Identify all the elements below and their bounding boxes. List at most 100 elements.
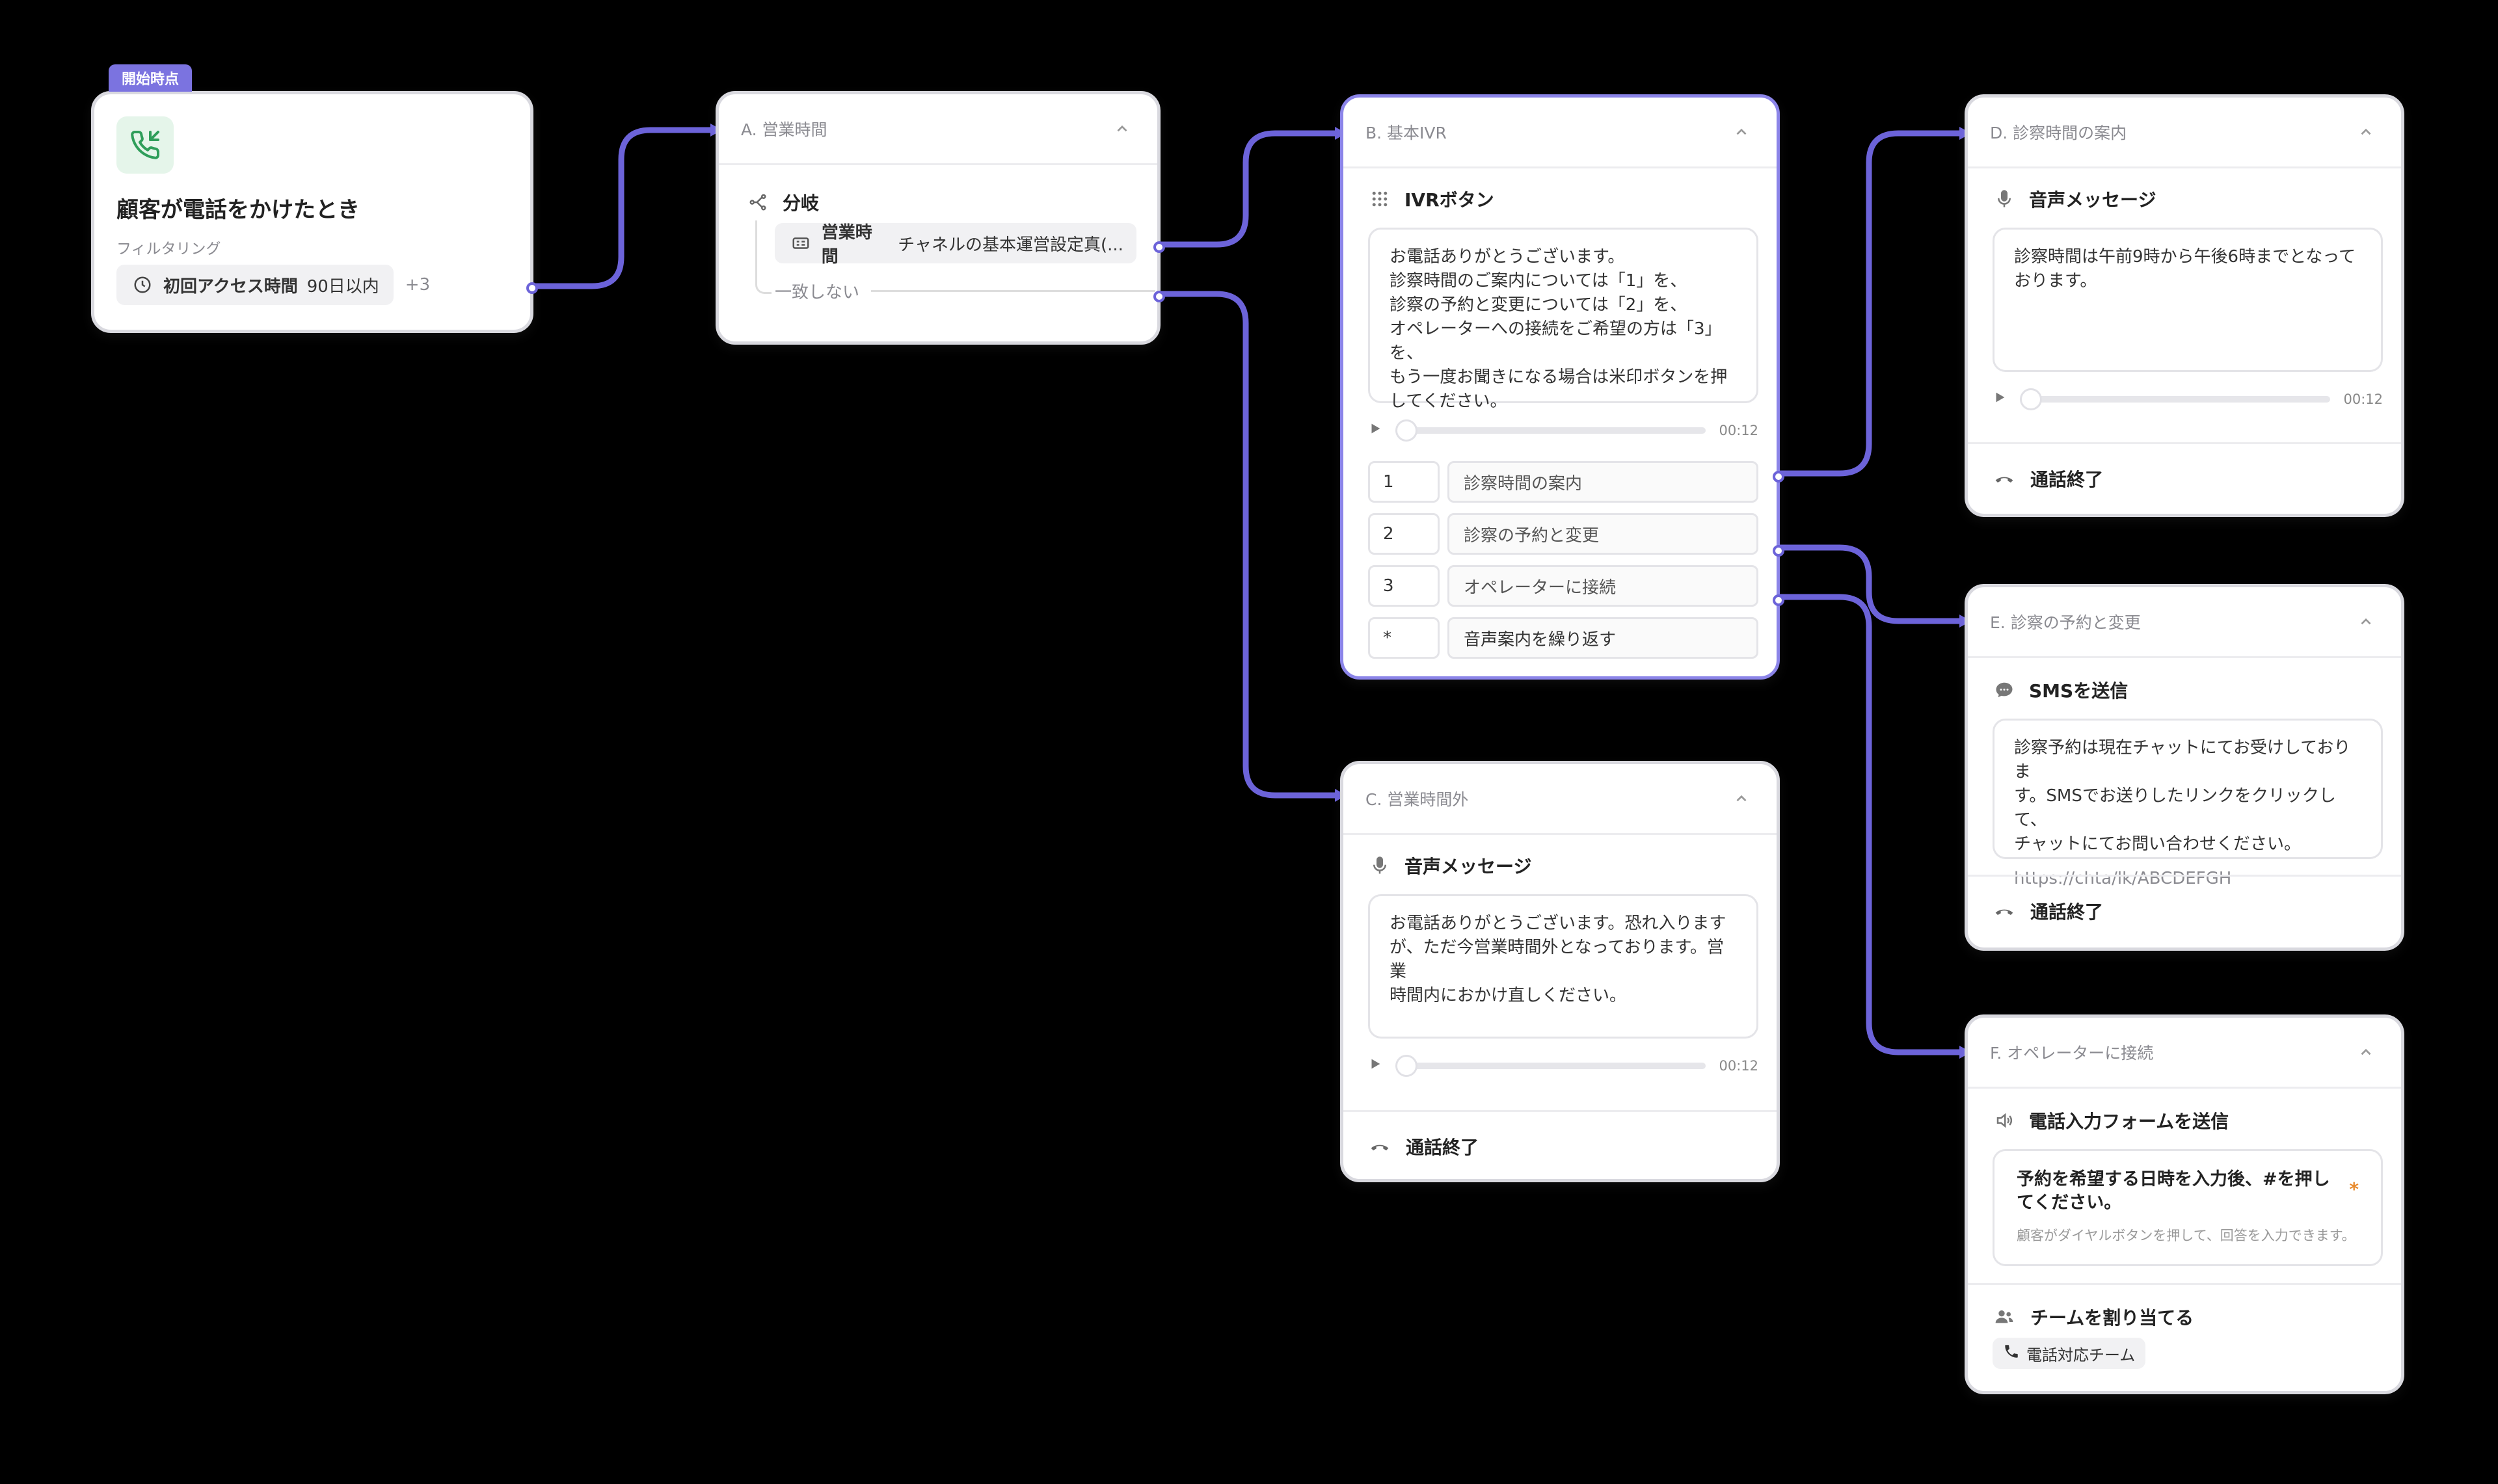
ivr-key-input[interactable]: 3 [1368, 565, 1440, 607]
end-call-label: 通話終了 [2030, 901, 2104, 923]
audio-track[interactable] [1395, 419, 1706, 442]
chevron-up-icon[interactable] [2353, 119, 2379, 145]
node-c-title: C. 営業時間外 [1365, 790, 1469, 809]
sms-title: SMSを送信 [1993, 677, 2383, 703]
node-d-title: D. 診察時間の案内 [1990, 124, 2127, 142]
play-icon[interactable] [1993, 390, 2007, 408]
ivr-label-input[interactable]: 診察の予約と変更 [1447, 513, 1758, 555]
audio-player[interactable]: 00:12 [1993, 388, 2383, 410]
play-icon[interactable] [1368, 1057, 1382, 1074]
phone-form-box[interactable]: 予約を希望する日時を入力後、#を押し てください。 * 顧客がダイヤルボタンを押… [1993, 1149, 2383, 1266]
audio-knob[interactable] [1395, 1054, 1417, 1077]
node-b-card[interactable]: B. 基本IVR IVRボタン お電話ありがとうございます。 診察時間のご案内に… [1340, 94, 1784, 680]
ivr-button-row: 3 オペレーターに接続 [1368, 565, 1758, 607]
branch-condition-chip[interactable]: 営業時間 チャネルの基本運営設定真(... [775, 223, 1136, 267]
chevron-up-icon[interactable] [1109, 116, 1135, 142]
node-d-card[interactable]: D. 診察時間の案内 音声メッセージ 診察時間は午前9時から午後6時までとなって… [1965, 94, 2404, 517]
sms-message-text: 診察予約は現在チャットにてお受けしておりま す。SMSでお送りしたリンクをクリッ… [2014, 738, 2351, 854]
sms-title-text: SMSを送信 [2029, 680, 2129, 702]
node-b-output-port-1[interactable] [1773, 471, 1784, 483]
wire-b-to-f [1771, 594, 1968, 1055]
wire-a-to-c [1152, 291, 1343, 799]
voice-message-section: 音声メッセージ 診察時間は午前9時から午後6時までとなって おります。 00:1… [1993, 186, 2383, 410]
divider [1343, 1110, 1777, 1112]
node-b-output-port-2[interactable] [1773, 545, 1784, 557]
audio-player[interactable]: 00:12 [1368, 1054, 1758, 1077]
node-c-header[interactable]: C. 営業時間外 [1343, 764, 1777, 835]
ivr-key-input[interactable]: * [1368, 617, 1440, 659]
audio-track[interactable] [2020, 388, 2331, 410]
phone-form-title-text: 電話入力フォームを送信 [2029, 1111, 2229, 1132]
branch-icon [746, 191, 770, 214]
chat-bubble-icon [1993, 678, 2016, 702]
node-f-card[interactable]: F. オペレーターに接続 電話入力フォームを送信 予約を希望する日時を入力後、#… [1965, 1014, 2404, 1394]
no-match-label: 一致しない [775, 283, 860, 302]
node-c-card[interactable]: C. 営業時間外 音声メッセージ お電話ありがとうございます。恐れ入ります が、… [1340, 761, 1780, 1182]
ivr-label-input[interactable]: オペレーターに接続 [1447, 565, 1758, 607]
node-b-header[interactable]: B. 基本IVR [1343, 98, 1777, 168]
tag-icon [789, 232, 813, 255]
end-call-row: 通話終了 [1368, 1133, 1479, 1159]
voice-message-title: 音声メッセージ [1368, 853, 1758, 879]
no-match-row: 一致しない [775, 279, 1155, 303]
branch-title: 分岐 [746, 189, 1136, 215]
hang-up-icon [1993, 467, 2016, 490]
sms-link[interactable]: https://chta/lk/ABCDEFGH [2014, 869, 2232, 888]
node-b-title: B. 基本IVR [1365, 124, 1447, 142]
voice-message-title: 音声メッセージ [1993, 186, 2383, 212]
play-icon[interactable] [1368, 421, 1382, 439]
ivr-message-box[interactable]: お電話ありがとうございます。 診察時間のご案内については「1」を、 診察の予約と… [1368, 228, 1758, 411]
ivr-section: IVRボタン お電話ありがとうございます。 診察時間のご案内については「1」を、… [1368, 186, 1758, 669]
audio-player[interactable]: 00:12 [1368, 419, 1758, 442]
ivr-key-input[interactable]: 1 [1368, 461, 1440, 503]
ivr-title: IVRボタン [1368, 186, 1758, 212]
node-a-output-port-nomatch[interactable] [1153, 291, 1165, 302]
ivr-label-input[interactable]: 診察時間の案内 [1447, 461, 1758, 503]
start-output-port[interactable] [526, 282, 538, 294]
node-e-card[interactable]: E. 診察の予約と変更 SMSを送信 診察予約は現在チャットにてお受けしておりま… [1965, 584, 2404, 951]
microphone-icon [1368, 854, 1391, 877]
audio-time: 00:12 [2343, 391, 2383, 407]
voice-message-title-text: 音声メッセージ [1404, 856, 1532, 877]
audio-time: 00:12 [1719, 422, 1758, 438]
node-f-header[interactable]: F. オペレーターに接続 [1968, 1018, 2401, 1089]
audio-time: 00:12 [1719, 1057, 1758, 1074]
ivr-title-text: IVRボタン [1404, 189, 1494, 211]
assign-team-section: チームを割り当てる 電話対応チーム [1993, 1304, 2194, 1369]
filter-chip[interactable]: 初回アクセス時間 90日以内 [116, 265, 394, 305]
audio-track[interactable] [1395, 1054, 1706, 1077]
sms-message-box[interactable]: 診察予約は現在チャットにてお受けしておりま す。SMSでお送りしたリンクをクリッ… [1993, 719, 2383, 888]
node-b-output-port-3[interactable] [1773, 594, 1784, 606]
team-chip[interactable]: 電話対応チーム [1993, 1338, 2146, 1369]
audio-knob[interactable] [2020, 388, 2042, 410]
assign-team-title: チームを割り当てる [1993, 1304, 2194, 1330]
node-a-card[interactable]: A. 営業時間 分岐 営業時間 チャネルの基本運営設定真(... 一致しない [716, 91, 1165, 345]
filter-label: フィルタリング [116, 241, 221, 258]
divider [1968, 1283, 2401, 1285]
microphone-icon [1993, 187, 2016, 211]
filter-more-count[interactable]: +3 [405, 275, 431, 295]
phone-icon [2003, 1343, 2020, 1364]
ivr-key-input[interactable]: 2 [1368, 513, 1440, 555]
branch-title-text: 分岐 [783, 192, 820, 214]
chevron-up-icon[interactable] [2353, 1039, 2379, 1065]
speaker-icon [1993, 1109, 2016, 1132]
filter-chip-value: 90日以内 [306, 276, 379, 297]
chevron-up-icon[interactable] [1728, 119, 1754, 145]
node-a-output-port-match[interactable] [1153, 241, 1165, 253]
node-e-header[interactable]: E. 診察の予約と変更 [1968, 587, 2401, 658]
ivr-label-input[interactable]: 音声案内を繰り返す [1447, 617, 1758, 659]
voice-message-box[interactable]: お電話ありがとうございます。恐れ入ります が、ただ今営業時間外となっております。… [1368, 894, 1758, 1039]
clock-icon [131, 273, 154, 297]
voice-message-title-text: 音声メッセージ [2029, 189, 2156, 211]
team-icon [1993, 1305, 2016, 1329]
no-match-line [871, 290, 1155, 292]
start-node-card[interactable]: 開始時点 顧客が電話をかけたとき フィルタリング 初回アクセス時間 90日以内 … [91, 64, 538, 333]
audio-knob[interactable] [1395, 419, 1417, 442]
node-d-header[interactable]: D. 診察時間の案内 [1968, 98, 2401, 168]
node-a-header[interactable]: A. 営業時間 [719, 94, 1157, 165]
end-call-label: 通話終了 [1406, 1137, 1479, 1158]
chevron-up-icon[interactable] [2353, 609, 2379, 635]
voice-message-box[interactable]: 診察時間は午前9時から午後6時までとなって おります。 [1993, 228, 2383, 372]
chevron-up-icon[interactable] [1728, 786, 1754, 812]
